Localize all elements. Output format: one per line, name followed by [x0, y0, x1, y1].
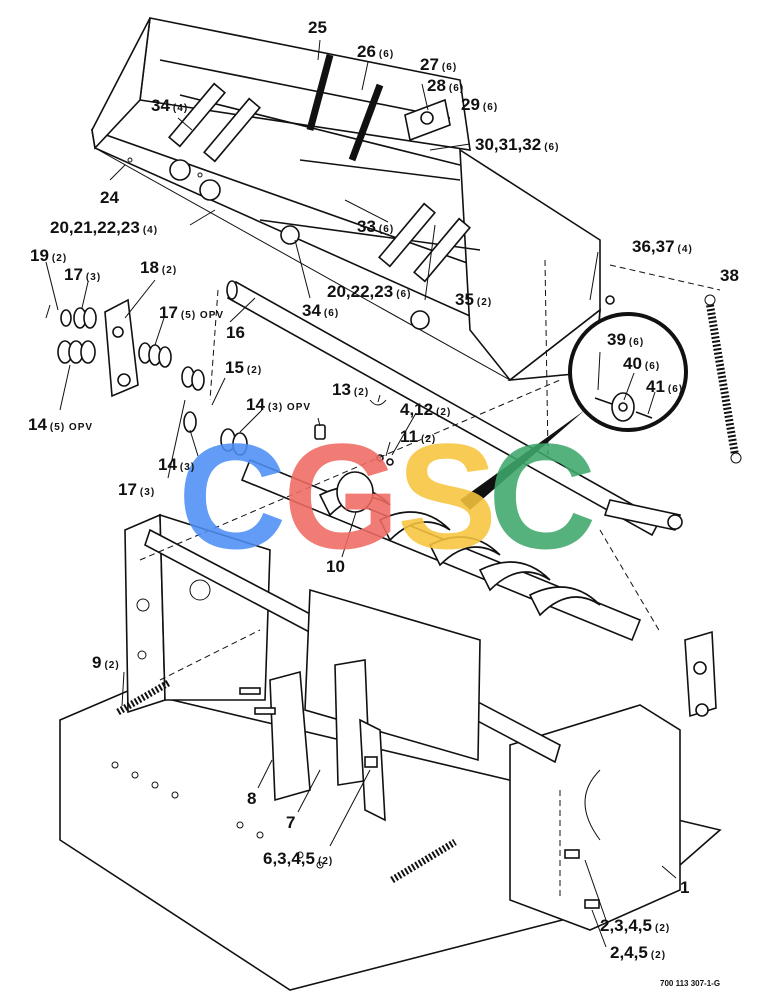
- callout-24: 24: [100, 188, 119, 207]
- callout-18: 18(2): [140, 258, 177, 277]
- callout-11: 11(2): [400, 427, 436, 446]
- shaft-16: [226, 280, 683, 537]
- callout-17: 17(3): [64, 265, 101, 284]
- callout-34-lower: 34(6): [302, 301, 339, 320]
- callout-14-opv-5: 14(5) OPV: [28, 415, 93, 434]
- callout-6-3-4-5: 6,3,4,5(2): [263, 849, 333, 868]
- leader-lines: [45, 39, 677, 948]
- callout-38: 38: [720, 266, 739, 285]
- watermark-letter: C: [178, 412, 286, 580]
- callout-33: 33(6): [357, 217, 394, 236]
- callout-36-37: 36,37(4): [632, 237, 693, 256]
- callout-34: 34(4): [151, 96, 188, 115]
- alignment-lines: [139, 259, 721, 900]
- callout-2-4-5: 2,4,5(2): [610, 943, 666, 962]
- callout-40: 40(6): [623, 354, 660, 373]
- callout-20-21-22-23: 20,21,22,23(4): [50, 218, 158, 237]
- callout-4-12: 4,12(2): [400, 400, 451, 419]
- callout-35: 35(2): [455, 290, 492, 309]
- callout-14: 14(3): [158, 455, 195, 474]
- callout-1: 1: [680, 878, 689, 897]
- callout-26: 26(6): [357, 42, 394, 61]
- callout-29: 29(6): [461, 95, 498, 114]
- callout-8: 8: [247, 789, 256, 808]
- callout-15: 15(2): [225, 358, 262, 377]
- callout-13: 13(2): [332, 380, 369, 399]
- callout-17-lower: 17(3): [118, 480, 155, 499]
- watermark-letter: G: [283, 412, 400, 580]
- callout-25: 25: [308, 18, 327, 37]
- callout-labels: 25 26(6) 27(6) 28(6) 29(6) 34(4) 30,31,3…: [28, 18, 739, 962]
- roller-10: [240, 458, 642, 642]
- lower-frame: [59, 513, 722, 991]
- watermark-letter: C: [488, 412, 596, 580]
- callout-20-22-23: 20,22,23(6): [327, 282, 411, 301]
- callout-9: 9(2): [92, 653, 120, 672]
- callout-14-opv-3: 14(3) OPV: [246, 395, 311, 414]
- callout-41: 41(6): [646, 377, 683, 396]
- callout-2-3-4-5: 2,3,4,5(2): [600, 916, 670, 935]
- watermark: C G S C: [178, 412, 596, 580]
- callout-16: 16: [226, 323, 245, 342]
- callout-30-31-32: 30,31,32(6): [475, 135, 559, 154]
- spring-38: [704, 294, 742, 464]
- callout-39: 39(6): [607, 330, 644, 349]
- watermark-letter: S: [397, 412, 497, 580]
- callout-19: 19(2): [30, 246, 67, 265]
- callout-27: 27(6): [420, 55, 457, 74]
- callout-10: 10: [326, 557, 345, 576]
- callout-17-opv: 17(5) OPV: [159, 303, 224, 322]
- upper-housing: [90, 17, 601, 382]
- detail-circle: [460, 312, 688, 510]
- spring-stacks: [45, 304, 248, 456]
- callout-28: 28(6): [427, 76, 464, 95]
- spring-25: [306, 54, 334, 131]
- callout-7: 7: [286, 813, 295, 832]
- drawing-number: 700 113 307-1-G: [660, 979, 720, 988]
- spring-26: [348, 83, 384, 162]
- side-plate-18: [104, 298, 717, 718]
